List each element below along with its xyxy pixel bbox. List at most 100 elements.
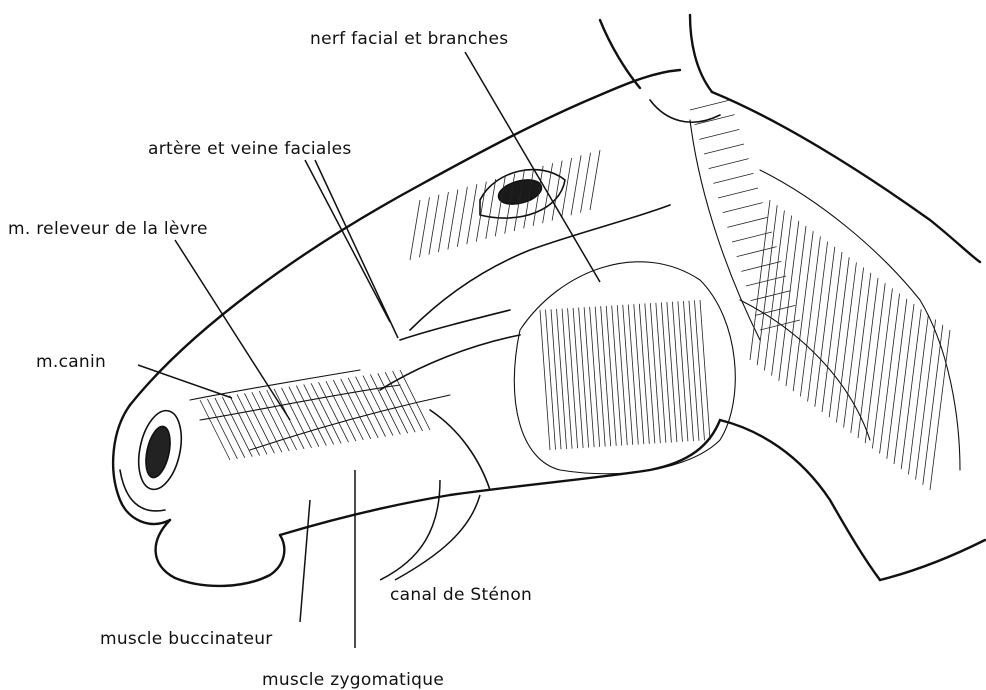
label-nerf-facial: nerf facial et branches [310,29,508,49]
hatch-stroke [755,305,795,315]
hatch-stroke [244,393,274,453]
label-buccinateur: muscle buccinateur [100,629,273,649]
hatch-stroke [815,247,835,407]
hatch-stroke [916,320,936,480]
nostril [120,407,188,511]
hatch-stroke [617,305,627,445]
hatch-stroke [200,400,230,460]
hatch-stroke [319,382,349,442]
hatch-stroke [751,291,791,301]
hatch-stroke [590,150,600,210]
hatch-stroke [495,176,505,236]
hatch-stroke [656,303,666,443]
hatch-stroke [704,144,744,154]
hatch-stroke [370,374,400,434]
hatch-stroke [901,309,921,469]
hatch-stroke [595,307,605,447]
labels: nerf facial et branches artère et veine … [8,29,532,690]
hatch-stroke [750,200,770,360]
hatch-stroke [601,306,611,446]
hatch-stroke [429,195,439,255]
hatch-stroke [786,226,806,386]
hatch-stroke [237,394,267,454]
hatch-stroke [568,308,578,448]
hatch-stroke [650,303,660,443]
hatch-stroke [757,205,777,365]
hatch-stroke [699,129,739,139]
hatch-stroke [887,299,907,459]
label-canin: m.canin [36,352,106,372]
hatch-stroke [348,378,378,438]
hatch-stroke [836,262,856,422]
hatch-stroke [718,188,758,198]
hatch-stroke [695,115,735,125]
hatch-stroke [573,308,583,448]
leader-canin [138,365,232,398]
hatch-stroke [457,187,467,247]
hatch-stroke [880,294,900,454]
hatch-stroke [267,390,297,450]
hatch-stroke [546,310,556,450]
hatch-stroke [419,197,429,257]
hatch-stroke [894,304,914,464]
hatch-stroke [581,153,591,213]
hatch-stroke [690,100,730,110]
masseter-muscle [514,262,735,474]
hatch-stroke [872,288,892,448]
hatch-stroke [667,302,677,442]
hatch-stroke [672,302,682,442]
hatch-stroke [311,383,341,443]
hatch-stroke [683,301,693,441]
hatch-stroke [678,301,688,441]
hatch-stroke [571,155,581,215]
hatch-stroke [333,380,363,440]
hatch-stroke [628,304,638,444]
leader-nerf-facial [465,52,600,282]
hatch-stroke [623,305,633,445]
hatch-stroke [562,309,572,449]
hatch-stroke [793,231,813,391]
hatch-stroke [851,273,871,433]
hatch-stroke [207,399,237,459]
hatch-stroke [590,307,600,447]
hatch-stroke [727,217,767,227]
hatch-stroke [552,161,562,221]
hatch-stroke [215,398,245,458]
hatch-stroke [304,384,334,444]
hatch-stroke [579,308,589,448]
hatch-stroke [700,300,710,440]
hatch-stroke [661,302,671,442]
hatch-stroke [438,192,448,252]
hatch-stroke [865,283,885,443]
leader-artere-2 [315,160,398,338]
hatch-stroke [612,306,622,446]
hatch-stroke [448,189,458,249]
hatch-stroke [540,310,550,450]
label-releveur: m. releveur de la lèvre [8,219,208,239]
hatch-stroke [723,203,763,213]
hatch-stroke [486,179,496,239]
hatch-stroke [385,372,415,432]
eye [480,170,565,218]
hatch-stroke [476,182,486,242]
leader-artere-1 [305,160,390,322]
hatch-stroke [645,303,655,443]
leader-releveur [175,240,290,420]
hatch-stroke [606,306,616,446]
hatch-stroke [713,173,753,183]
hatch-stroke [296,386,326,446]
hatch-stroke [800,236,820,396]
hatch-stroke [746,276,786,286]
hatch-stroke [639,304,649,444]
hatch-stroke [908,314,928,474]
hatch-stroke [584,307,594,447]
hatch-stroke [222,397,252,457]
hatch-stroke [772,216,792,376]
label-artere-veine: artère et veine faciales [148,139,352,159]
hatch-stroke [326,381,356,441]
hatch-stroke [557,309,567,449]
hatch-stroke [829,257,849,417]
hatch-stroke [822,252,842,412]
